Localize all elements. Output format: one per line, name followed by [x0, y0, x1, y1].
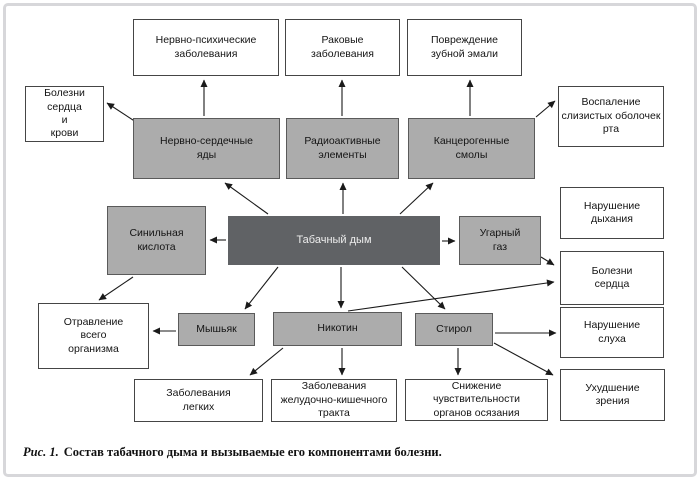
arrow-nikotin-to-zabolevaniya-legkikh: [249, 347, 284, 376]
arrow-tobacco-smoke-to-myshyak: [244, 266, 279, 310]
rakovye-zabolevaniya-box: Раковые заболевания: [285, 19, 400, 76]
povrezhdenie-zubnoj-emali-box: Повреждение зубной эмали: [407, 19, 522, 76]
narushenie-slukha-box: Нарушение слуха: [560, 307, 664, 358]
nervno-serdechnye-yady-box: Нервно-сердечные яды: [133, 118, 280, 179]
stirol-box: Стирол: [415, 313, 493, 346]
bolezni-serdtsa-box: Болезни сердца: [560, 251, 664, 305]
vospalenie-slizistykh-obolochek-rta-box: Воспаление слизистых оболочек рта: [558, 86, 664, 147]
kantserogennye-smoly-box: Канцерогенные смолы: [408, 118, 535, 179]
bolezni-serdtsa-i-krovi-box: Болезни сердца и крови: [25, 86, 104, 142]
tobacco-smoke-box: Табачный дым: [228, 216, 440, 265]
arrow-nikotin-to-bolezni-serdtsa: [347, 279, 555, 312]
figure-caption-number: Рис. 1.: [23, 445, 59, 459]
radioaktivnye-elementy-box: Радиоактивные элементы: [286, 118, 399, 179]
arrow-sinilnaya-kislota-to-otravlenie-vsego-organizma: [98, 276, 134, 301]
figure-caption-text: Состав табачного дыма и вызываемые его к…: [63, 445, 442, 459]
arrow-nervno-serdechnye-yady-to-bolezni-serdtsa-i-krovi: [106, 102, 137, 123]
nervno-psikhicheskie-zabolevaniya-box: Нервно-психические заболевания: [133, 19, 279, 76]
zabolevaniya-zhkt-box: Заболевания желудочно-кишечного тракта: [271, 379, 397, 422]
narushenie-dykhaniya-box: Нарушение дыхания: [560, 187, 664, 239]
otravlenie-vsego-organizma-box: Отравление всего организма: [38, 303, 149, 369]
arrow-kantserogennye-smoly-to-vospalenie-slizistykh-obolochek-rta: [535, 100, 556, 118]
zabolevaniya-legkikh-box: Заболевания легких: [134, 379, 263, 422]
arrow-tobacco-smoke-to-kantserogennye-smoly: [399, 182, 434, 215]
ugarnyj-gaz-box: Угарный газ: [459, 216, 541, 265]
sinilnaya-kislota-box: Синильная кислота: [107, 206, 206, 275]
arrow-ugarnyj-gaz-to-bolezni-serdtsa: [540, 256, 555, 266]
arrow-tobacco-smoke-to-nervno-serdechnye-yady: [224, 182, 269, 215]
myshyak-box: Мышьяк: [178, 313, 255, 346]
nikotin-box: Никотин: [273, 312, 402, 346]
arrow-tobacco-smoke-to-stirol: [401, 266, 446, 310]
figure-caption: Рис. 1. Состав табачного дыма и вызываемы…: [23, 445, 442, 460]
ukhudshenie-zreniya-box: Ухудшение зрения: [560, 369, 665, 421]
snizhenie-chuvstvitelnosti-box: Снижение чувствительности органов осязан…: [405, 379, 548, 421]
arrow-stirol-to-ukhudshenie-zreniya: [493, 342, 554, 376]
